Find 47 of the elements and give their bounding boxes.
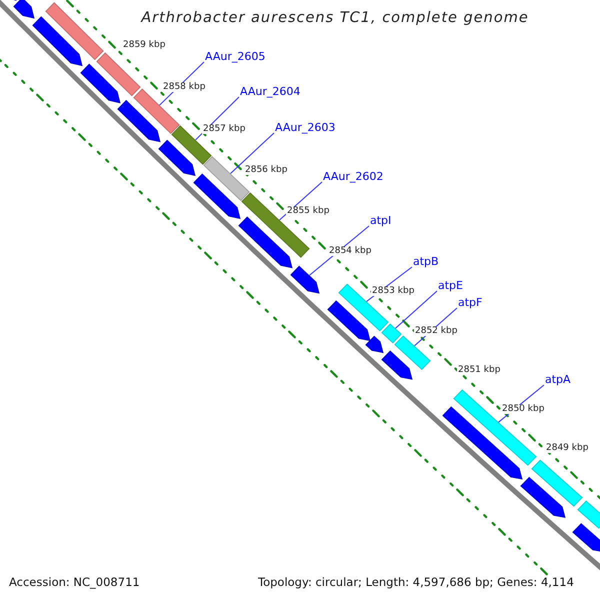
cds-feature xyxy=(327,300,371,342)
leader-line xyxy=(230,132,274,174)
scale-label: 2855 kbp xyxy=(286,207,330,216)
gene-label: atpB xyxy=(413,256,439,267)
cds-feature xyxy=(381,350,413,380)
cds-feature xyxy=(32,16,83,66)
gene-bar xyxy=(394,335,431,370)
cds-feature xyxy=(442,406,523,480)
gene-label: atpE xyxy=(438,280,463,291)
gene-bar xyxy=(45,2,104,60)
gene-bar xyxy=(531,460,583,507)
accession-text: Accession: NC_008711 xyxy=(9,577,140,588)
map-title: Arthrobacter aurescens TC1, complete genome xyxy=(140,11,530,26)
gene-bar xyxy=(381,323,402,344)
gene-bar xyxy=(577,500,600,529)
scale-label: 2850 kbp xyxy=(501,405,546,414)
cds-feature xyxy=(193,173,241,220)
cds-feature xyxy=(158,140,196,176)
gene-label: atpI xyxy=(370,215,392,226)
gene-label: AAur_2604 xyxy=(240,86,300,97)
gene-label: atpA xyxy=(545,374,571,385)
scale-label: 2853 kbp xyxy=(371,287,416,296)
genome-stats-text: Topology: circular; Length: 4,597,686 bp; Genes: 4,114 xyxy=(258,577,574,588)
leader-line xyxy=(395,290,438,329)
cds-feature xyxy=(238,216,293,268)
cds-feature xyxy=(365,336,384,354)
gene-label: AAur_2605 xyxy=(205,51,266,62)
cds-feature xyxy=(572,523,600,552)
scale-label: 2856 kbp xyxy=(244,166,288,175)
scale-label: 2849 kbp xyxy=(545,444,590,453)
scale-label: 2854 kbp xyxy=(328,247,372,256)
cds-feature xyxy=(117,100,161,142)
cds-feature xyxy=(80,64,121,104)
cds-feature xyxy=(290,266,320,294)
cds-feature xyxy=(13,0,35,19)
cds-feature xyxy=(520,476,566,518)
gene-label: AAur_2602 xyxy=(323,171,384,182)
scale-label: 2857 kbp xyxy=(202,125,246,134)
gene-bar xyxy=(96,52,141,96)
gene-label: AAur_2603 xyxy=(275,122,336,133)
scale-label: 2858 kbp xyxy=(162,83,206,92)
gene-bar xyxy=(133,88,180,134)
gene-bar xyxy=(241,192,310,258)
scale-label: 2859 kbp xyxy=(122,41,166,50)
scale-label: 2852 kbp xyxy=(414,327,458,336)
scale-label: 2851 kbp xyxy=(457,366,502,375)
gene-label: atpF xyxy=(458,297,482,308)
